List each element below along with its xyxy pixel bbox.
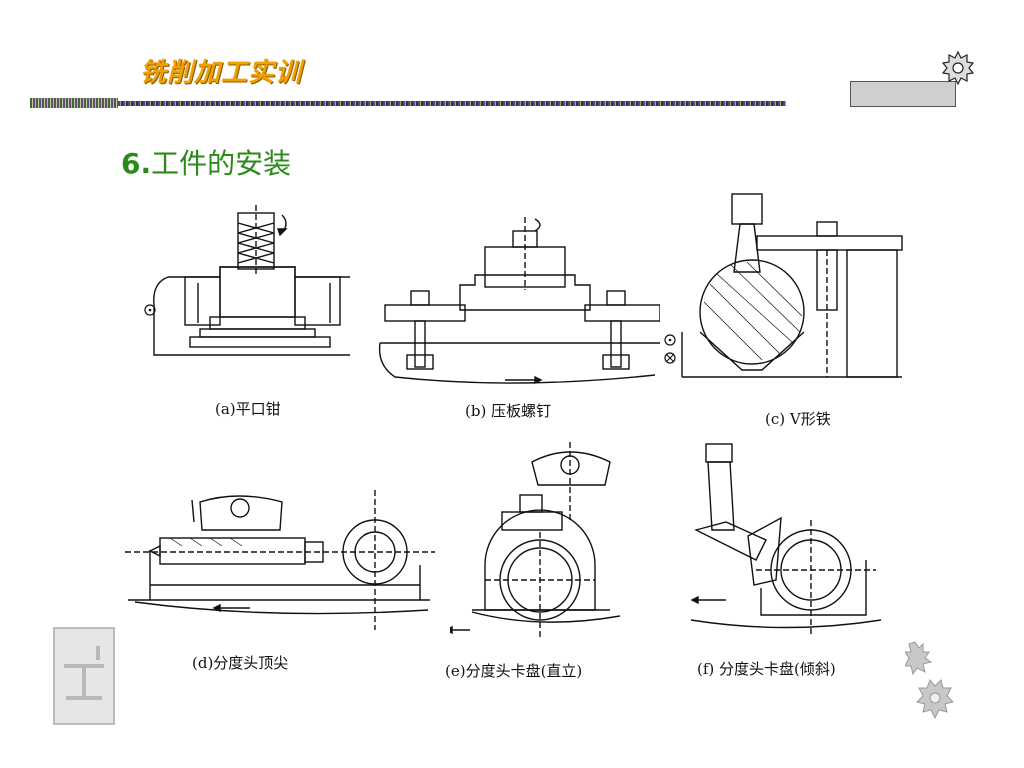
school-logo-icon xyxy=(53,627,115,725)
figure-e-chuck-upright xyxy=(450,442,621,640)
figure-b-clamp xyxy=(378,217,660,385)
caption-a: (a)平口钳 xyxy=(215,400,281,418)
figure-f-chuck-tilted xyxy=(690,443,882,635)
figure-d-centers xyxy=(125,490,435,630)
caption-b: (b) 压板螺钉 xyxy=(465,402,552,420)
section-title: 6.工件的安装 xyxy=(121,142,291,182)
header-rule xyxy=(118,101,786,106)
header-box xyxy=(850,81,956,107)
figure-a-vise xyxy=(144,205,350,356)
header-title: 铣削加工实训 xyxy=(140,58,303,88)
caption-e: (e)分度头卡盘(直立) xyxy=(445,662,583,680)
caption-c: (c) V形铁 xyxy=(765,410,831,428)
header-rule-dither xyxy=(30,98,118,108)
section-heading: 工件的安装 xyxy=(151,147,292,180)
figure-c-vblock xyxy=(664,193,903,378)
caption-d: (d)分度头顶尖 xyxy=(192,654,289,672)
gears-decoration-icon xyxy=(905,641,954,720)
saw-gear-icon xyxy=(941,50,975,86)
section-number: 6. xyxy=(121,147,152,180)
caption-f: (f) 分度头卡盘(倾斜) xyxy=(697,660,836,678)
